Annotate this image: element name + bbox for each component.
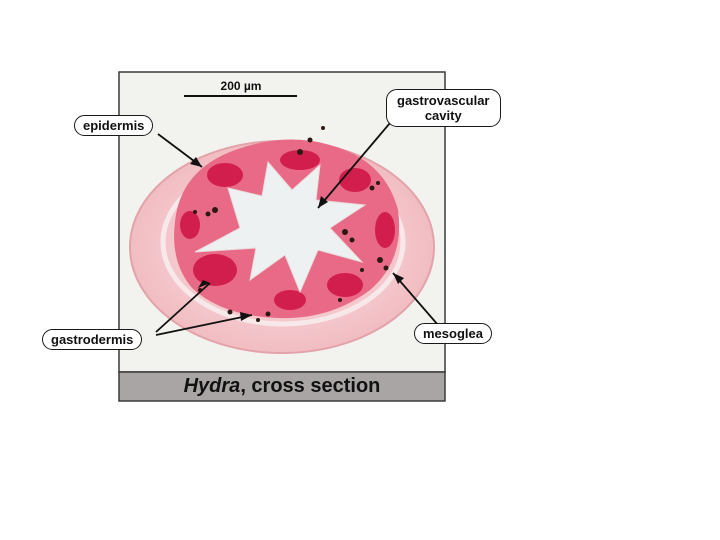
figure-caption: Hydra, cross section [119,372,445,401]
gastrovascular-cavity [194,160,367,294]
label-gastrodermis: gastrodermis [42,329,143,350]
label-gastrodermis-text: gastrodermis [51,332,134,347]
stained-cell-clusters [180,150,395,310]
label-gastrovascular-line1: gastrovascular [397,93,490,108]
leader-lines [155,122,439,336]
label-epidermis-text: epidermis [83,118,145,133]
pigment-granules [193,126,389,322]
label-epidermis: epidermis [74,115,154,136]
label-gastrovascular-line2: cavity [424,108,462,123]
label-mesoglea: mesoglea [414,323,492,344]
scale-bar-label: 200 µm [220,79,262,93]
label-mesoglea-text: mesoglea [423,326,483,341]
label-gastrovascular-cavity: gastrovascular cavity [386,89,501,127]
caption-rest: , cross section [240,375,381,397]
leader-arrowheads [190,157,404,321]
hydra-section [129,126,435,354]
caption-bar [118,371,446,402]
caption-genus: Hydra [183,375,241,397]
